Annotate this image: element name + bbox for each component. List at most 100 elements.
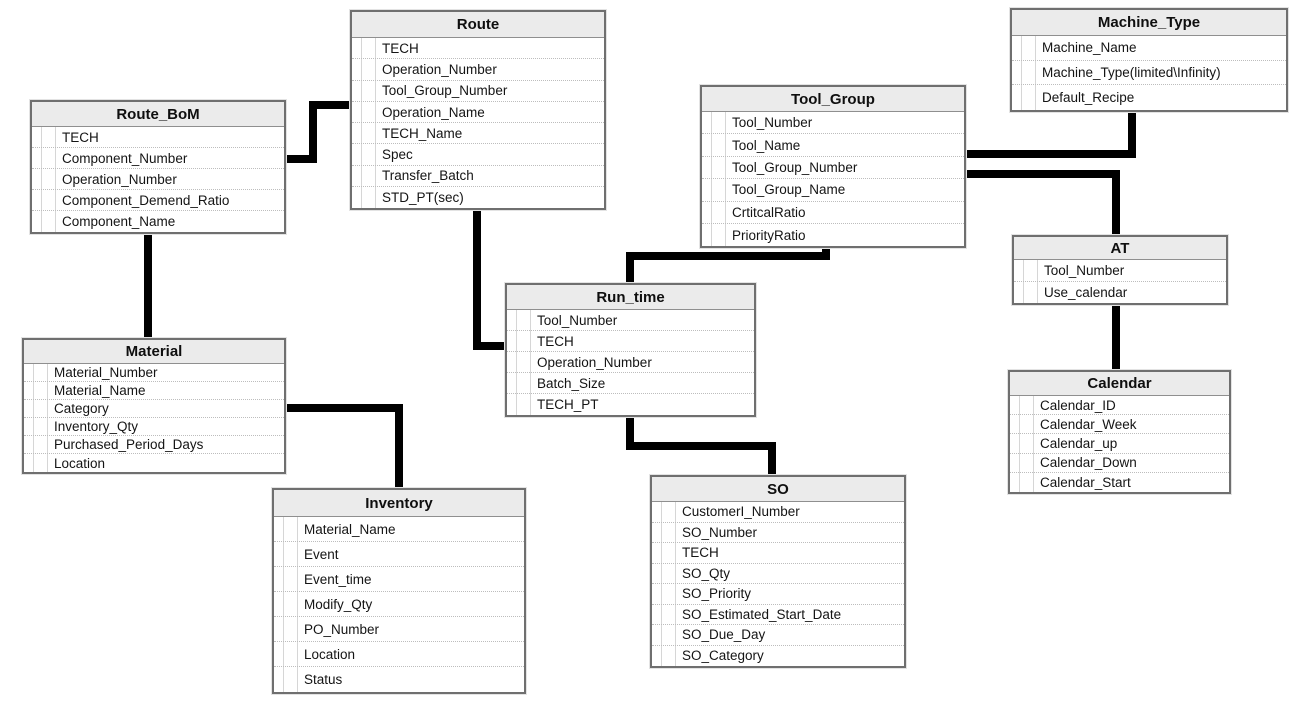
entity-field: Component_Name [62,214,176,229]
entity-field: Event_time [274,567,524,592]
entity-field: PO_Number [274,617,524,642]
connector-run_time-to-so [626,442,776,450]
entity-field: Machine_Type(limited\Infinity) [1012,61,1286,85]
connector-at-to-calendar [1112,299,1120,372]
entity-field: SO_Category [682,648,764,664]
entity-field: Component_Demend_Ratio [32,190,284,211]
gutter-line [297,517,298,692]
entity-field: SO_Estimated_Start_Date [652,605,904,625]
entity-field: Tool_Number [1014,260,1226,282]
gutter-line [41,127,42,232]
connector-tool_group-to-at [964,170,1120,178]
entity-field: TECH [507,331,754,352]
entity-field: STD_PT(sec) [382,190,464,206]
gutter-line [530,310,531,415]
entity-field: Status [304,672,343,687]
connector-tool_group-to-machine_type [1128,106,1136,158]
gutter-line [283,517,284,692]
connector-tool_group-to-run_time [822,242,830,260]
entity-field: Operation_Name [352,102,604,124]
connector-route_bom-to-route [285,155,317,163]
entity-field: TECH [352,38,604,60]
entity-field: Tool_Number [507,310,754,331]
entity-field: Material_Name [274,517,524,542]
entity-field: Event [274,542,524,567]
connector-route_bom-to-route [309,101,353,109]
entity-title-run_time: Run_time [507,285,754,310]
entity-field: TECH_Name [352,123,604,145]
entity-field: Location [274,642,524,667]
entity-field: Component_Number [32,148,284,169]
entity-title-so: SO [652,477,904,502]
connector-route-to-run_time [473,204,481,350]
gutter-line [516,310,517,415]
gutter-line [1035,36,1036,110]
entity-field: Tool_Group_Number [352,81,604,102]
entity-field: CrtitcalRatio [702,202,964,224]
connector-run_time-to-so [768,442,776,477]
entity-title-tool_group: Tool_Group [702,87,964,112]
gutter-line [1037,260,1038,303]
entity-field: Tool_Group_Name [702,179,964,202]
entity-field: SO_Due_Day [652,625,904,646]
entity-title-route_bom: Route_BoM [32,102,284,127]
entity-field: Operation_Number [352,59,604,81]
gutter-line [725,112,726,247]
entity-field: Calendar_Week [1010,415,1229,435]
entity-field: Default_Recipe [1042,89,1135,105]
entity-field: Transfer_Batch [352,166,604,188]
entity-field: SO_Qty [652,564,904,584]
entity-field: Location [54,455,106,471]
connector-route-to-run_time [473,342,509,350]
entity-title-route: Route [352,12,604,38]
entity-field: Calendar_Down [1010,454,1229,473]
entity-field: Tool_Name [702,134,964,157]
entity-field: Batch_Size [507,373,754,394]
connector-tool_group-to-run_time [626,252,830,260]
entity-title-at: AT [1014,237,1226,260]
connector-run_time-to-so [626,411,634,450]
entity-title-inventory: Inventory [274,490,524,517]
entity-field: TECH_PT [537,397,599,412]
connector-tool_group-to-machine_type [964,150,1136,158]
entity-field: Category [24,400,284,418]
entity-field: CustomerI_Number [652,502,904,523]
gutter-line [33,364,34,472]
entity-field: TECH [652,543,904,564]
connector-route_bom-to-route [309,101,317,163]
entity-field: Calendar_ID [1010,396,1229,416]
entity-field: Operation_Number [32,169,284,190]
entity-field: TECH [32,127,284,148]
entity-field: Modify_Qty [274,592,524,617]
entity-field: Use_calendar [1044,284,1128,300]
entity-field: SO_Number [652,523,904,543]
connector-material-to-inventory [395,404,403,490]
entity-title-calendar: Calendar [1010,372,1229,396]
entity-title-machine_type: Machine_Type [1012,10,1286,36]
entity-field: SO_Priority [652,584,904,605]
entity-field: Purchased_Period_Days [24,436,284,454]
entity-field: Operation_Number [507,352,754,373]
gutter-line [1019,396,1020,492]
entity-field: Tool_Group_Number [702,157,964,180]
entity-field: PriorityRatio [732,227,806,243]
entity-field: Material_Number [24,364,284,382]
gutter-line [1023,260,1024,303]
gutter-line [661,502,662,666]
connector-material-to-inventory [284,404,403,412]
entity-field: Calendar_up [1010,434,1229,454]
